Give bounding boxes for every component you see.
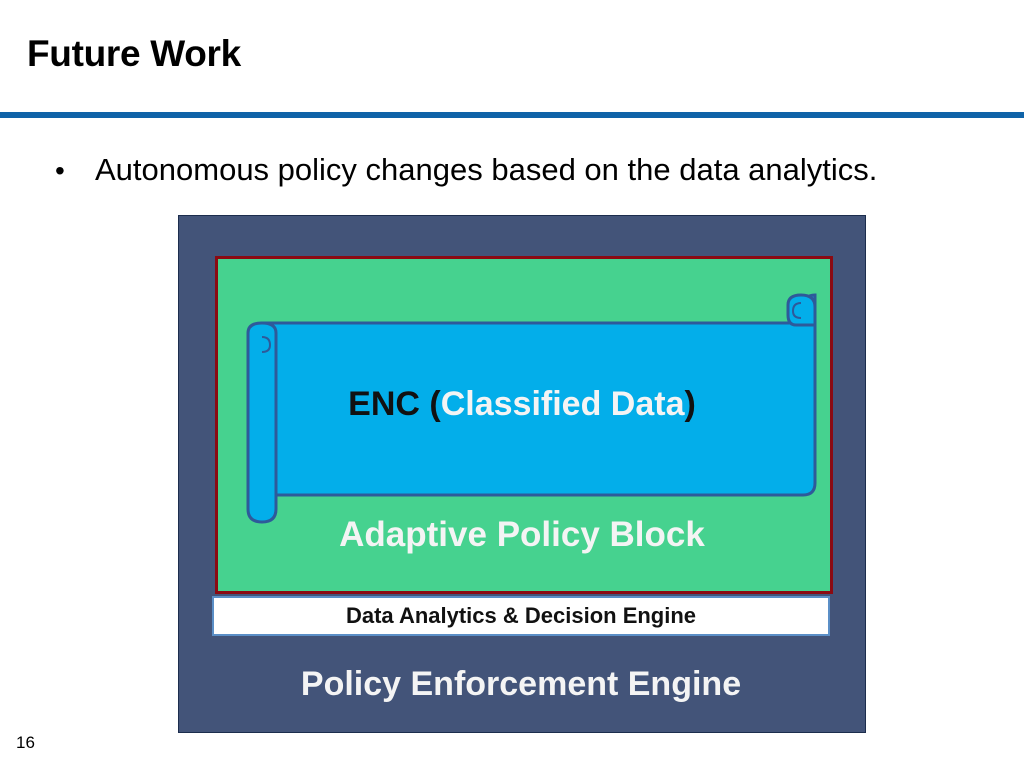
policy-enforcement-engine-label: Policy Enforcement Engine [300,665,742,703]
bullet-text: Autonomous policy changes based on the d… [95,152,878,187]
classified-data-label: Classified Data [440,385,685,423]
classified-data-scroll [246,293,817,524]
scroll-left-roll [246,321,278,524]
scroll-right-curl [791,302,802,319]
adaptive-policy-block-label: Adaptive Policy Block [339,515,705,554]
bullet-item: • Autonomous policy changes based on the… [55,152,877,188]
enc-open-paren: ( [429,385,441,423]
architecture-diagram: ENC (Classified Data) Adaptive Policy Bl… [178,215,866,733]
enc-close-paren: ) [684,385,696,423]
scroll-left-curl [261,336,272,353]
enc-label: ENC [348,385,420,423]
enc-classified-data-title: ENC (Classified Data) [246,385,798,424]
title-rule [0,112,1024,118]
scroll-right-roll [786,293,817,327]
slide-title: Future Work [27,33,241,74]
bullet-marker: • [55,155,65,186]
data-analytics-decision-engine-box: Data Analytics & Decision Engine [212,596,830,636]
page-number: 16 [16,733,35,752]
